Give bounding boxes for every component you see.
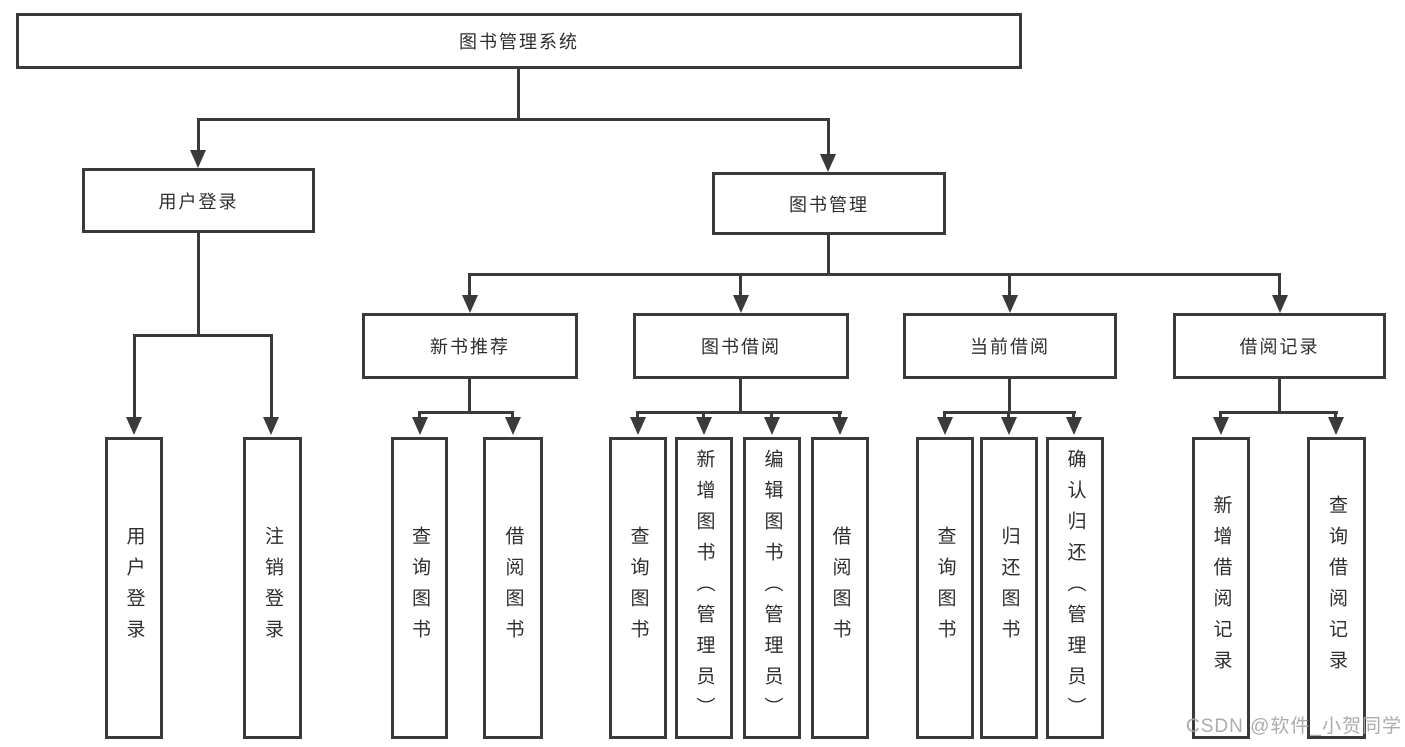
connector-line (517, 69, 520, 121)
arrow-down-icon (1066, 417, 1082, 435)
arrow-down-icon (412, 417, 428, 435)
arrow-down-icon (1272, 295, 1288, 313)
leaf-label: 用户登录 (123, 526, 145, 650)
connector-line (1008, 273, 1011, 299)
connector-line (1219, 411, 1222, 419)
node-label: 图书借阅 (701, 337, 781, 357)
leaf-user-login: 用户登录 (105, 437, 163, 739)
leaf-label: 查询图书 (627, 526, 649, 650)
connector-line (943, 411, 946, 419)
arrow-down-icon (733, 295, 749, 313)
arrow-down-icon (696, 417, 712, 435)
arrow-down-icon (1002, 295, 1018, 313)
arrow-down-icon (1213, 417, 1229, 435)
leaf-label: 查询图书 (934, 526, 956, 650)
connector-line (636, 411, 639, 419)
leaf-label: 注销登录 (262, 526, 283, 650)
arrow-down-icon (126, 417, 142, 435)
leaf-return-book: 归还图书 (980, 437, 1038, 739)
arrow-down-icon (505, 417, 521, 435)
connector-line (418, 411, 421, 419)
node-book-management: 图书管理 (712, 172, 946, 235)
leaf-borrow-books-recommend: 借阅图书 (483, 437, 543, 739)
node-root: 图书管理系统 (16, 13, 1022, 69)
leaf-label: 查询图书 (409, 526, 430, 650)
node-borrowing-records: 借阅记录 (1173, 313, 1386, 379)
node-label: 当前借阅 (970, 337, 1050, 357)
leaf-query-books-recommend: 查询图书 (391, 437, 448, 739)
node-label: 新书推荐 (430, 337, 510, 357)
arrow-down-icon (630, 417, 646, 435)
connector-line (827, 118, 830, 157)
node-new-book-recommend: 新书推荐 (362, 313, 578, 379)
leaf-label: 确认归还（管理员） (1064, 448, 1086, 728)
connector-line (418, 411, 514, 414)
leaf-logout: 注销登录 (243, 437, 302, 739)
leaf-query-books-borrowing: 查询图书 (609, 437, 667, 739)
node-label: 用户登录 (158, 191, 239, 212)
connector-line (133, 334, 273, 337)
arrow-down-icon (1001, 417, 1017, 435)
arrow-down-icon (764, 417, 780, 435)
connector-line (133, 334, 136, 418)
arrow-down-icon (820, 154, 836, 172)
leaf-label: 查询借阅记录 (1326, 495, 1347, 681)
connector-line (739, 379, 742, 414)
leaf-add-borrow-record: 新增借阅记录 (1192, 437, 1250, 739)
arrow-down-icon (263, 417, 279, 435)
connector-line (702, 411, 705, 419)
leaf-confirm-return-admin: 确认归还（管理员） (1046, 437, 1104, 739)
leaf-label: 编辑图书（管理员） (761, 448, 783, 728)
connector-line (1219, 411, 1338, 414)
leaf-label: 新增借阅记录 (1210, 495, 1232, 681)
connector-line (197, 118, 200, 153)
connector-line (1072, 411, 1075, 419)
leaf-borrow-books: 借阅图书 (811, 437, 869, 739)
connector-line (468, 273, 1281, 276)
connector-line (838, 411, 841, 419)
connector-line (197, 118, 830, 121)
connector-line (636, 411, 842, 414)
leaf-label: 借阅图书 (502, 526, 524, 650)
connector-line (1278, 379, 1281, 414)
connector-line (197, 233, 200, 337)
connector-line (827, 235, 830, 276)
connector-line (770, 411, 773, 419)
leaf-query-borrow-record: 查询借阅记录 (1307, 437, 1366, 739)
leaf-label: 借阅图书 (829, 526, 851, 650)
leaf-add-book-admin: 新增图书（管理员） (675, 437, 733, 739)
arrow-down-icon (190, 150, 206, 168)
leaf-label: 归还图书 (998, 526, 1020, 650)
node-label: 图书管理 (789, 194, 869, 215)
arrow-down-icon (462, 295, 478, 313)
arrow-down-icon (937, 417, 953, 435)
watermark: CSDN @软件_小贺同学 (1186, 716, 1402, 737)
node-root-label: 图书管理系统 (459, 32, 579, 52)
leaf-query-books-current: 查询图书 (916, 437, 974, 739)
arrow-down-icon (832, 417, 848, 435)
connector-line (468, 273, 471, 299)
node-current-borrowing: 当前借阅 (903, 313, 1117, 379)
connector-line (511, 411, 514, 419)
node-label: 借阅记录 (1239, 337, 1320, 357)
node-user-login: 用户登录 (82, 168, 315, 233)
connector-line (270, 334, 273, 418)
leaf-edit-book-admin: 编辑图书（管理员） (743, 437, 801, 739)
connector-line (739, 273, 742, 299)
connector-line (1008, 379, 1011, 414)
arrow-down-icon (1328, 417, 1344, 435)
node-book-borrowing: 图书借阅 (633, 313, 849, 379)
connector-line (1278, 273, 1281, 299)
connector-line (468, 379, 471, 414)
connector-line (1334, 411, 1337, 419)
connector-line (1007, 411, 1010, 419)
leaf-label: 新增图书（管理员） (693, 448, 715, 728)
